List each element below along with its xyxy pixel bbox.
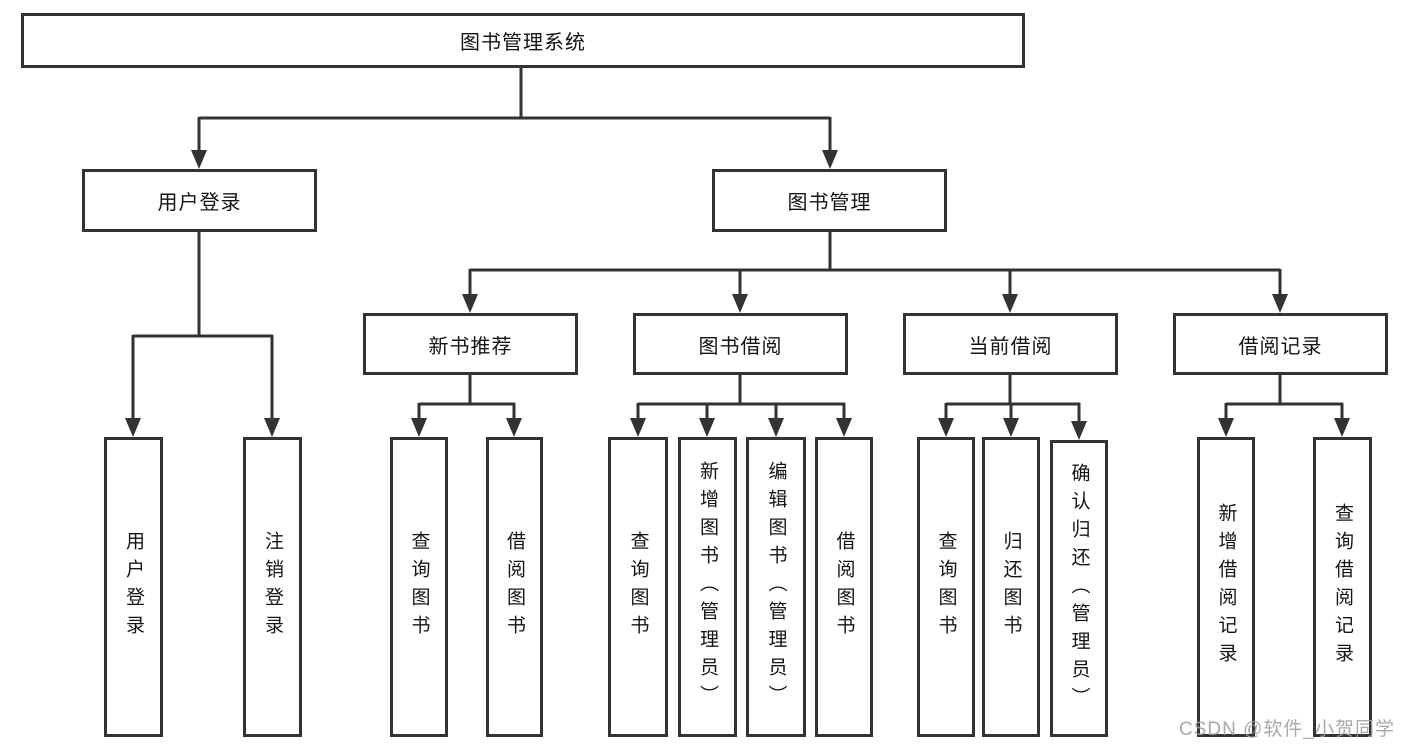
node-book-management: 图书管理 — [712, 169, 947, 232]
node-label: 用户登录 — [157, 192, 242, 214]
arrow-down-icon — [1071, 421, 1087, 440]
node-leaf-query-books: 查询图书 — [608, 437, 668, 737]
node-book-borrow: 图书借阅 — [633, 313, 848, 375]
connector-currentborrow-to-leaves — [944, 375, 1081, 423]
node-label: 新增借阅记录 — [1215, 503, 1237, 671]
node-label: 编辑图书（管理员） — [765, 461, 787, 713]
node-label: 用户登录 — [123, 531, 144, 643]
node-label: 新书推荐 — [428, 335, 513, 358]
node-leaf-add-books-admin: 新增图书（管理员） — [678, 437, 737, 737]
node-borrow-record: 借阅记录 — [1173, 313, 1388, 375]
node-label: 图书管理 — [787, 192, 872, 214]
arrow-down-icon — [822, 150, 838, 169]
arrow-down-icon — [264, 418, 280, 437]
node-leaf-user-login: 用户登录 — [104, 437, 163, 737]
node-leaf-edit-books-admin: 编辑图书（管理员） — [746, 437, 806, 737]
node-leaf-query-books: 查询图书 — [917, 437, 975, 737]
arrow-down-icon — [191, 150, 207, 169]
arrow-down-icon — [630, 418, 646, 437]
node-leaf-borrow-books: 借阅图书 — [486, 437, 543, 737]
node-label: 借阅记录 — [1238, 335, 1323, 358]
node-library-management-system: 图书管理系统 — [21, 13, 1025, 68]
node-leaf-logout: 注销登录 — [243, 437, 302, 737]
connector-borrowrecord-to-leaves — [1224, 375, 1344, 420]
arrow-down-icon — [732, 294, 748, 313]
node-label: 确认归还（管理员） — [1068, 462, 1090, 715]
arrow-down-icon — [462, 294, 478, 313]
node-label: 新增图书（管理员） — [697, 461, 718, 713]
node-leaf-borrow-books: 借阅图书 — [815, 437, 873, 737]
arrow-down-icon — [125, 418, 141, 437]
arrow-down-icon — [1003, 418, 1019, 437]
arrow-down-icon — [1272, 294, 1288, 313]
node-label: 查询借阅记录 — [1332, 503, 1353, 671]
connector-root-to-level2 — [197, 68, 832, 152]
node-label: 图书借阅 — [698, 335, 783, 358]
node-label: 查询图书 — [935, 531, 957, 643]
node-user-login: 用户登录 — [82, 169, 317, 232]
arrow-down-icon — [411, 418, 427, 437]
node-label: 借阅图书 — [833, 531, 855, 643]
node-label: 图书管理系统 — [460, 32, 586, 54]
node-leaf-return-books: 归还图书 — [982, 437, 1040, 737]
node-leaf-confirm-return-admin: 确认归还（管理员） — [1050, 440, 1108, 737]
node-new-book-recommend: 新书推荐 — [363, 313, 578, 375]
connector-newbook-to-leaves — [417, 375, 516, 420]
node-label: 当前借阅 — [968, 335, 1053, 358]
arrow-down-icon — [836, 418, 852, 437]
connector-bookborrow-to-leaves — [636, 375, 846, 420]
arrow-down-icon — [1218, 418, 1234, 437]
arrow-down-icon — [1334, 418, 1350, 437]
connector-bookmgmt-to-level3 — [468, 232, 1282, 296]
node-label: 借阅图书 — [504, 531, 525, 643]
node-leaf-query-borrow-record: 查询借阅记录 — [1313, 437, 1372, 737]
node-label: 注销登录 — [262, 531, 283, 643]
arrow-down-icon — [699, 418, 715, 437]
arrow-down-icon — [768, 418, 784, 437]
node-label: 查询图书 — [408, 531, 430, 643]
arrow-down-icon — [938, 418, 954, 437]
node-current-borrow: 当前借阅 — [903, 313, 1118, 375]
node-leaf-add-borrow-record: 新增借阅记录 — [1197, 437, 1255, 737]
node-leaf-query-books: 查询图书 — [390, 437, 448, 737]
node-label: 查询图书 — [627, 531, 649, 643]
node-label: 归还图书 — [1000, 531, 1022, 643]
arrow-down-icon — [506, 418, 522, 437]
arrowheads — [125, 150, 1350, 440]
connector-userlogin-to-leaves — [131, 232, 274, 420]
arrow-down-icon — [1002, 294, 1018, 313]
